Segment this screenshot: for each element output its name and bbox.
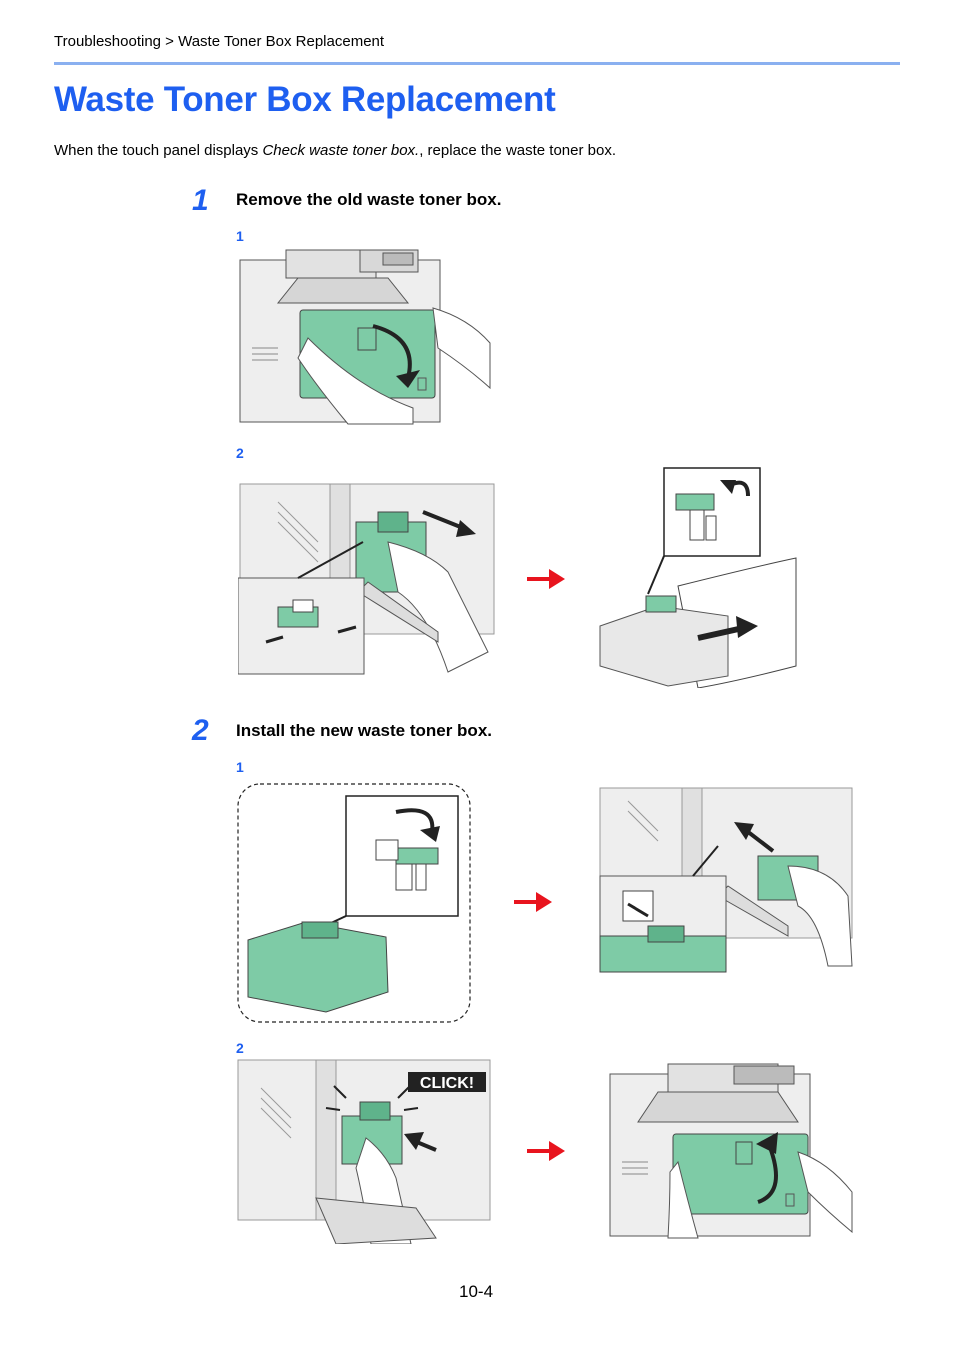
step-title-2: Install the new waste toner box. <box>236 721 492 740</box>
red-arrow-1 <box>527 569 565 589</box>
illustration-cap-waste-box <box>599 467 797 688</box>
click-label: CLICK! <box>420 1075 474 1092</box>
illustration-close-front-cover <box>609 1063 853 1239</box>
intro-after: , replace the waste toner box. <box>419 142 616 159</box>
illustration-insert-waste-box <box>599 787 853 973</box>
page-title: Waste Toner Box Replacement <box>54 80 556 119</box>
intro-emphasis: Check waste toner box. <box>262 142 420 159</box>
intro-text: When the touch panel displays Check wast… <box>54 142 616 159</box>
substep-label-1-2: 2 <box>236 445 244 461</box>
step-number-1: 1 <box>192 184 209 217</box>
intro-before: When the touch panel displays <box>54 142 263 159</box>
illustration-push-until-click: CLICK! <box>237 1059 491 1244</box>
illustration-open-front-cover <box>239 249 491 425</box>
substep-label-1-1: 1 <box>236 228 244 244</box>
illustration-new-waste-box-cap <box>237 783 471 1023</box>
red-arrow-2 <box>514 892 552 912</box>
header-rule <box>54 62 900 65</box>
substep-label-2-2: 2 <box>236 1040 244 1056</box>
step-number-2: 2 <box>192 714 209 747</box>
breadcrumb: Troubleshooting > Waste Toner Box Replac… <box>54 33 385 50</box>
step-title-1: Remove the old waste toner box. <box>236 190 502 209</box>
page-number: 10-4 <box>459 1282 494 1301</box>
illustration-remove-waste-box <box>238 483 495 675</box>
substep-label-2-1: 1 <box>236 759 244 775</box>
red-arrow-3 <box>527 1141 565 1161</box>
